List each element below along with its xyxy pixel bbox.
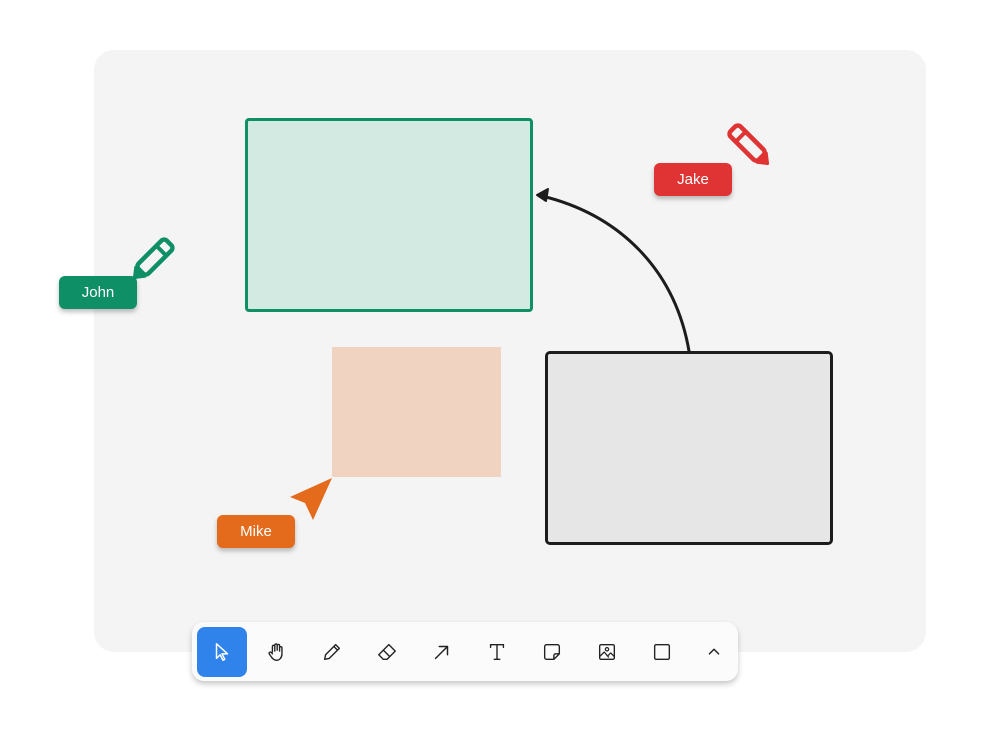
- sticky-note-tool-button[interactable]: [527, 627, 577, 677]
- green-rectangle-shape[interactable]: [245, 118, 533, 312]
- gray-rectangle-shape[interactable]: [545, 351, 833, 545]
- image-tool-button[interactable]: [582, 627, 632, 677]
- select-tool-button[interactable]: [197, 627, 247, 677]
- eraser-tool-button[interactable]: [362, 627, 412, 677]
- rectangle-icon: [653, 643, 671, 661]
- hand-tool-button[interactable]: [252, 627, 302, 677]
- more-tools-button[interactable]: [689, 627, 739, 677]
- pencil-tool-button[interactable]: [307, 627, 357, 677]
- rectangle-tool-button[interactable]: [637, 627, 687, 677]
- chevron-up-icon: [708, 648, 720, 655]
- connector-arrow[interactable]: [536, 188, 691, 353]
- collaborator-label-john: John: [59, 276, 137, 309]
- arrow-tool-button[interactable]: [417, 627, 467, 677]
- collaborator-label-jake: Jake: [654, 163, 732, 196]
- bottom-toolbar: [192, 622, 738, 681]
- pencil-icon: [323, 643, 341, 661]
- hand-icon: [268, 643, 283, 661]
- sticky-note-icon: [543, 643, 561, 661]
- text-tool-button[interactable]: [472, 627, 522, 677]
- cursor-arrow-icon: [215, 643, 229, 661]
- arrow-icon: [434, 645, 449, 660]
- jake-pencil-icon: [727, 123, 770, 166]
- mike-cursor-icon: [290, 478, 332, 520]
- collaborator-label-mike: Mike: [217, 515, 295, 548]
- peach-rectangle-shape[interactable]: [332, 347, 501, 477]
- image-icon: [598, 643, 616, 661]
- text-icon: [489, 643, 505, 661]
- eraser-icon: [378, 643, 396, 661]
